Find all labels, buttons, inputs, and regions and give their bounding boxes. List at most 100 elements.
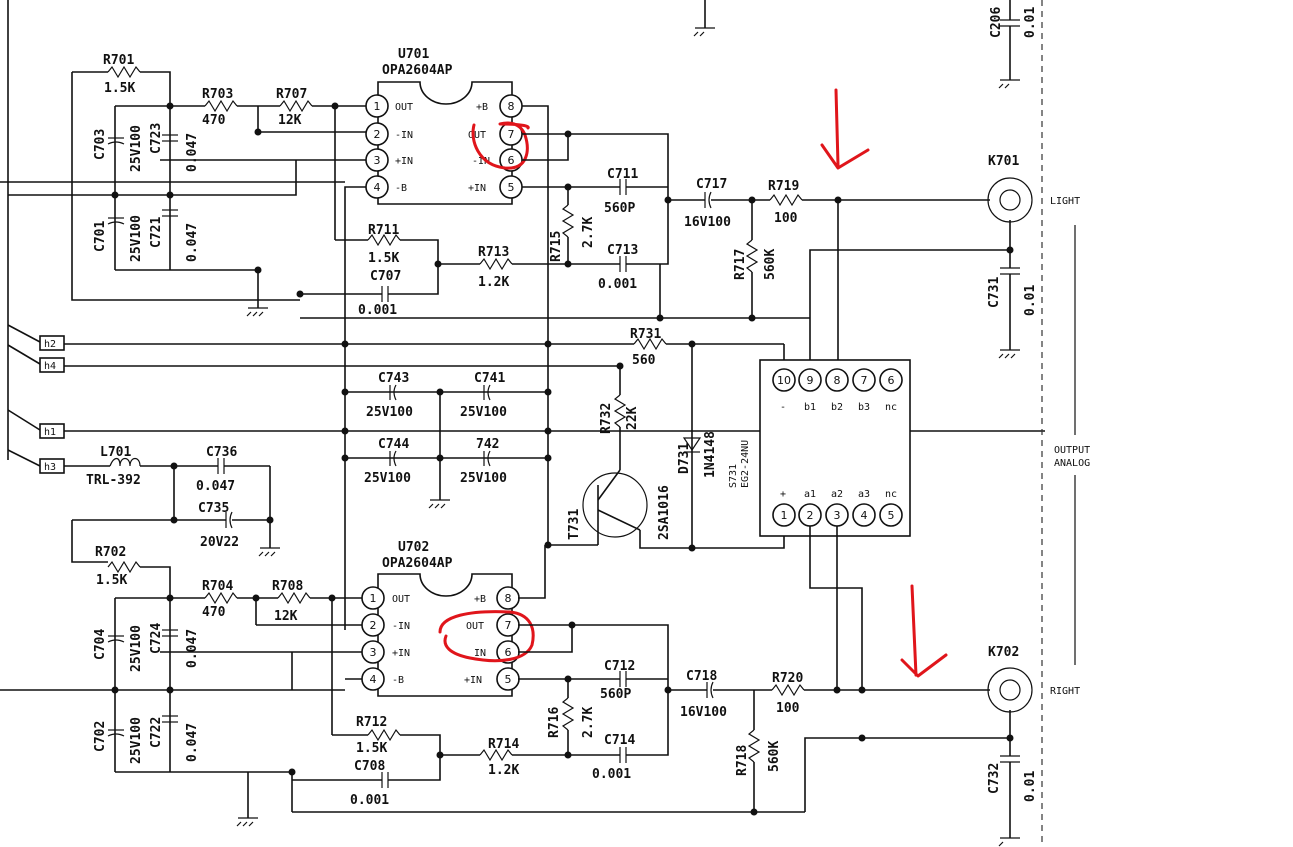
u701-vpos: +B — [476, 102, 488, 113]
output-label-1: OUTPUT — [1054, 445, 1090, 456]
c702-value: 25V100 — [129, 717, 144, 764]
s731-name-3: a2 — [831, 489, 843, 500]
tag-h4: h4 — [44, 361, 56, 372]
connector-tags: h2 h4 h1 h3 — [39, 335, 65, 474]
c708-value: 0.001 — [350, 793, 389, 808]
c735-value: 20V22 — [200, 535, 239, 550]
s731-pin10: 10 — [777, 374, 791, 387]
c713-value: 0.001 — [598, 277, 637, 292]
u702-pin7: 7 — [505, 619, 512, 632]
r707-value: 12K — [278, 113, 302, 128]
c744-ref: C744 — [378, 437, 409, 452]
s731-name-10: - — [780, 402, 786, 413]
c736-ref: C736 — [206, 445, 237, 460]
s731-name-8: b2 — [831, 402, 843, 413]
r731-ref: R731 — [630, 327, 661, 342]
c717-ref: C717 — [696, 177, 727, 192]
r702-value: 1.5K — [96, 573, 127, 588]
c743-ref: C743 — [378, 371, 409, 386]
c707-ref: C707 — [370, 269, 401, 284]
c721-value: 0.047 — [185, 223, 200, 262]
tag-h1: h1 — [44, 427, 56, 438]
red-arrow-top — [820, 88, 870, 170]
u701-pin2: 2 — [374, 128, 381, 141]
u701-pin4: 4 — [374, 181, 381, 194]
k702-ref: K702 — [988, 645, 1019, 660]
s731-pin5: 5 — [888, 509, 895, 522]
u702-ref: U702 — [398, 540, 429, 555]
r714-ref: R714 — [488, 737, 519, 752]
c712-ref: C712 — [604, 659, 635, 674]
c206-stub — [693, 0, 1020, 89]
t731-ref: T731 — [567, 509, 582, 540]
s731-pin4: 4 — [861, 509, 868, 522]
u702-vpos: +B — [474, 594, 486, 605]
r719-ref: R719 — [768, 179, 799, 194]
c722-value: 0.047 — [185, 723, 200, 762]
output-label-2: ANALOG — [1054, 458, 1090, 469]
c732-value: 0.01 — [1023, 771, 1038, 802]
c735-ref: C735 — [198, 501, 229, 516]
u701-out-b: OUT — [468, 130, 486, 141]
s731-pin3: 3 — [834, 509, 841, 522]
r701-ref: R701 — [103, 53, 134, 68]
r720-value: 100 — [776, 701, 800, 716]
c718-value: 16V100 — [680, 705, 727, 720]
c723-value: 0.047 — [185, 133, 200, 172]
u701-pin8: 8 — [508, 100, 515, 113]
c742-ref: 742 — [476, 437, 499, 452]
s731-pin1: 1 — [781, 509, 788, 522]
r716-value: 2.7K — [581, 707, 596, 738]
s731-name-1: + — [780, 489, 786, 500]
c713-ref: C713 — [607, 243, 638, 258]
k701-side: LIGHT — [1050, 196, 1080, 207]
s731-name-4: a3 — [858, 489, 870, 500]
c714-value: 0.001 — [592, 767, 631, 782]
c731-ref: C731 — [987, 277, 1002, 308]
r707-ref: R707 — [276, 87, 307, 102]
c744-value: 25V100 — [364, 471, 411, 486]
r708-ref: R708 — [272, 579, 303, 594]
t731-value: 2SA1016 — [657, 485, 672, 540]
u702-out-b: OUT — [466, 621, 484, 632]
s731-pin2: 2 — [807, 509, 814, 522]
c702-ref: C702 — [93, 721, 108, 752]
r712-ref: R712 — [356, 715, 387, 730]
s731-name-6: nc — [885, 402, 897, 413]
r703-ref: R703 — [202, 87, 233, 102]
u701-in-pos-b: +IN — [468, 183, 486, 194]
u702-in-pos-a: +IN — [392, 648, 410, 659]
c712-value: 560P — [600, 687, 631, 702]
u702-ic: U702 OPA2604AP 1 2 3 4 8 7 6 5 OUT -IN +… — [361, 540, 520, 697]
c718-ref: C718 — [686, 669, 717, 684]
u701-pin3: 3 — [374, 154, 381, 167]
r720-ref: R720 — [772, 671, 803, 686]
u701-vneg: -B — [395, 183, 407, 194]
c741-ref: C741 — [474, 371, 505, 386]
r731-value: 560 — [632, 353, 656, 368]
red-annotation-u702 — [438, 610, 535, 663]
tag-h3: h3 — [44, 462, 56, 473]
c723-ref: C723 — [149, 123, 164, 154]
s731-pin7: 7 — [861, 374, 868, 387]
c703-ref: C703 — [93, 129, 108, 160]
r716-ref: R716 — [547, 707, 562, 738]
r713-ref: R713 — [478, 245, 509, 260]
k701-ref: K701 — [988, 154, 1019, 169]
c717-value: 16V100 — [684, 215, 731, 230]
r711-value: 1.5K — [368, 251, 399, 266]
c731-value: 0.01 — [1023, 285, 1038, 316]
c732-ref: C732 — [987, 763, 1002, 794]
c742-value: 25V100 — [460, 471, 507, 486]
s731-name-5: nc — [885, 489, 897, 500]
c701-ref: C701 — [93, 221, 108, 252]
u701-in-pos-a: +IN — [395, 156, 413, 167]
r732-value: 22K — [625, 406, 640, 430]
s731-name-7: b3 — [858, 402, 870, 413]
u702-pin1: 1 — [370, 592, 377, 605]
c724-value: 0.047 — [185, 629, 200, 668]
u701-pin7: 7 — [508, 128, 515, 141]
u702-part: OPA2604AP — [382, 556, 453, 571]
r703-value: 470 — [202, 113, 226, 128]
u701-pin6: 6 — [508, 154, 515, 167]
